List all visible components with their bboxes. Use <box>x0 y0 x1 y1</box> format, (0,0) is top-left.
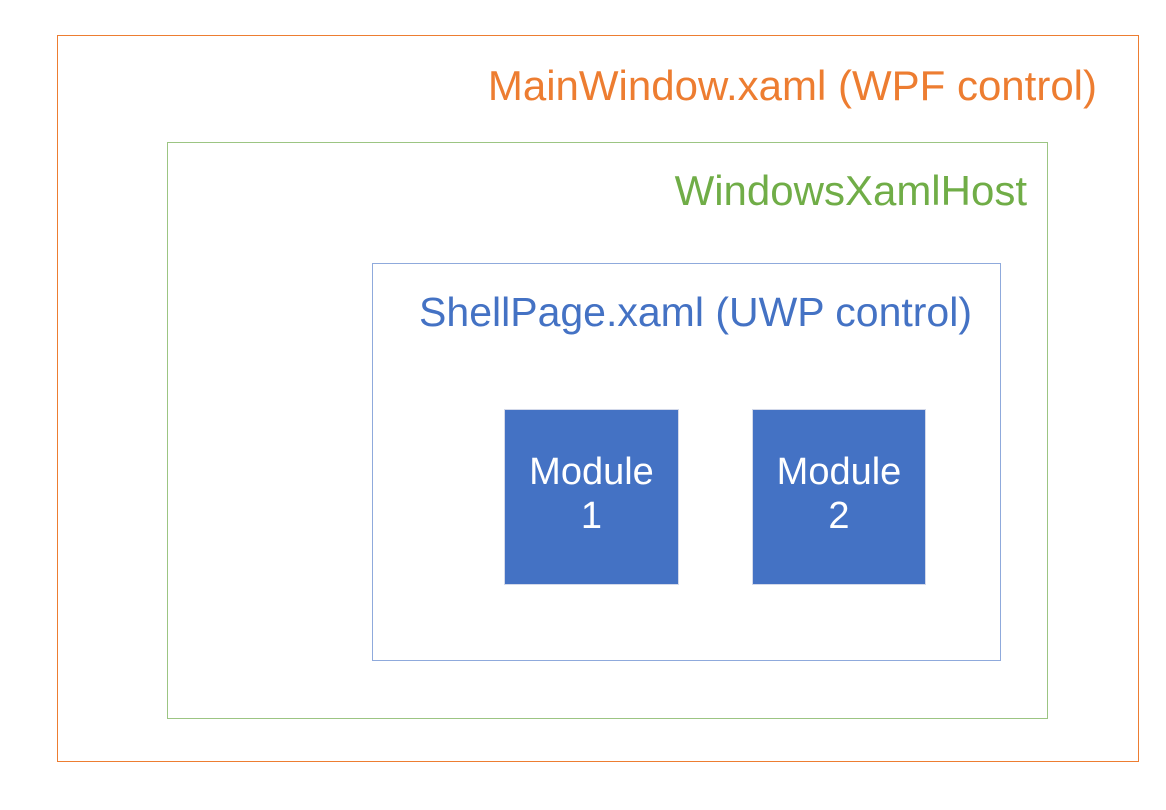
module-tile-1-line1: Module <box>529 451 654 494</box>
module-tile-1-line2: 1 <box>580 495 603 537</box>
module-tile-2: Module 2 <box>752 409 926 585</box>
layer-box-shellpage: ShellPage.xaml (UWP control) Module 1 Mo… <box>372 263 1001 661</box>
layer-box-windowsxamlhost: WindowsXamlHost ShellPage.xaml (UWP cont… <box>167 142 1048 719</box>
module-tile-2-text: Module 2 <box>777 451 902 538</box>
module-tile-2-line1: Module <box>776 451 902 494</box>
layer-label-windowsxamlhost: WindowsXamlHost <box>674 167 1027 214</box>
layer-box-mainwindow: MainWindow.xaml (WPF control) WindowsXam… <box>57 35 1139 762</box>
layer-label-shellpage: ShellPage.xaml (UWP control) <box>419 289 972 335</box>
module-tile-2-line2: 2 <box>828 495 850 537</box>
module-tile-1-text: Module 1 <box>529 451 654 538</box>
module-tile-1: Module 1 <box>504 409 679 585</box>
layer-label-mainwindow: MainWindow.xaml (WPF control) <box>487 62 1097 109</box>
